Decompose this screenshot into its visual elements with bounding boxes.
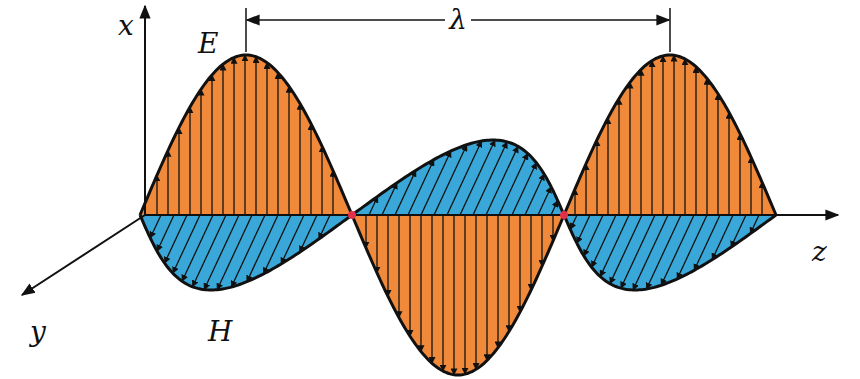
e-vector (640, 70, 641, 215)
h-vector (173, 215, 200, 273)
h-vector (551, 201, 558, 215)
e-vector (673, 55, 674, 215)
e-vector (475, 215, 476, 369)
h-vector (570, 215, 577, 229)
h-vector (577, 215, 590, 243)
h-vector (473, 142, 507, 215)
e-vector (156, 175, 157, 215)
e-vector (684, 59, 685, 215)
e-vector (277, 73, 278, 215)
node-dot (348, 211, 356, 219)
magnetic-lobe (140, 215, 352, 290)
e-vector (508, 215, 509, 331)
axis-label: x (118, 12, 134, 40)
e-vector (266, 63, 267, 215)
e-vector (519, 215, 520, 312)
dimension-tick (245, 8, 247, 52)
e-vector (431, 215, 432, 363)
h-vector (677, 215, 707, 279)
h-vector (610, 215, 642, 284)
e-vector (607, 118, 608, 215)
e-vector (332, 171, 333, 215)
h-vector (621, 215, 655, 288)
e-vector (244, 55, 245, 215)
h-vector (182, 215, 213, 281)
e-vector (211, 75, 212, 215)
e-vector (739, 134, 740, 215)
e-vector (365, 215, 366, 248)
h-vector (217, 215, 252, 290)
e-vector (409, 215, 410, 336)
e-vector (222, 64, 223, 215)
e-vector (420, 215, 421, 352)
h-vector (600, 215, 629, 277)
h-vector (150, 215, 161, 238)
electric-lobe (352, 215, 564, 375)
axis-label: y (30, 318, 46, 346)
e-vector (618, 99, 619, 215)
h-vector (499, 153, 528, 215)
e-vector (530, 215, 531, 290)
e-vector (541, 215, 542, 266)
h-vector (592, 215, 616, 267)
e-vector (761, 182, 762, 215)
axis (144, 6, 146, 215)
e-vector (464, 215, 465, 374)
e-vector (189, 107, 190, 215)
e-vector (167, 151, 168, 215)
e-vector (442, 215, 443, 371)
magnetic-lobe (352, 140, 564, 215)
e-vector (310, 124, 311, 215)
h-vector (646, 215, 681, 289)
h-vector (247, 215, 278, 282)
e-vector (750, 157, 751, 215)
e-vector (497, 215, 498, 348)
e-vector (717, 94, 718, 215)
h-vector (512, 163, 536, 215)
e-vector (453, 215, 454, 375)
node-dot (560, 211, 568, 219)
axis-label: z (812, 238, 827, 266)
h-vector (193, 215, 226, 287)
h-vector (447, 141, 482, 215)
h-vector (421, 151, 451, 215)
axis (145, 214, 838, 216)
electric-lobe (140, 55, 352, 215)
axis-label: λ (445, 6, 471, 34)
e-vector (387, 215, 388, 296)
e-vector (728, 112, 729, 215)
e-vector (255, 57, 256, 215)
h-vector (633, 215, 668, 290)
h-vector (157, 215, 174, 251)
electric-lobe (564, 55, 776, 215)
e-vector (651, 61, 652, 215)
dimension-tick (669, 8, 671, 52)
e-vector (299, 104, 300, 215)
e-vector (585, 164, 586, 215)
axis-label: E (198, 30, 218, 58)
h-vector (460, 140, 495, 215)
e-vector (662, 56, 663, 215)
magnetic-lobe (564, 215, 776, 290)
axis (22, 215, 145, 295)
e-vector (200, 89, 201, 215)
e-vector (321, 146, 322, 215)
e-vector (376, 215, 377, 273)
e-vector (629, 82, 630, 215)
e-vector (695, 67, 696, 215)
e-vector (486, 215, 487, 360)
e-vector (706, 78, 707, 215)
e-vector (233, 58, 234, 215)
h-vector (486, 146, 518, 215)
h-vector (165, 215, 187, 263)
h-vector (204, 215, 239, 290)
e-vector (288, 86, 289, 215)
e-vector (398, 215, 399, 318)
axis-label: H (208, 318, 232, 346)
e-vector (596, 140, 597, 215)
e-vector (178, 128, 179, 215)
h-vector (538, 187, 551, 215)
